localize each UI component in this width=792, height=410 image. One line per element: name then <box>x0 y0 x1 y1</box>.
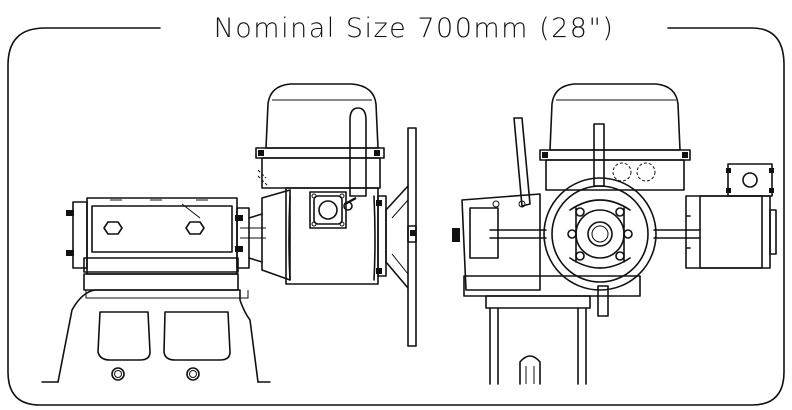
handwheel-edge <box>385 127 417 347</box>
actuator-housing <box>285 187 387 285</box>
pedestal-base <box>41 289 271 383</box>
manual-override-lever <box>343 107 367 211</box>
bolt-hole-icon <box>615 251 625 261</box>
drawing-title: Nominal Size 700mm (28") <box>214 13 615 44</box>
bolt-hole-icon <box>615 207 625 217</box>
front-view <box>452 83 777 385</box>
front-pedestal <box>485 295 591 385</box>
bolt-hole-icon <box>111 367 125 381</box>
drawing-frame <box>7 27 785 406</box>
coupling-adapter <box>248 189 291 281</box>
front-lever <box>513 117 531 207</box>
gearbox-body <box>66 197 266 291</box>
handwheel-disc <box>489 123 701 317</box>
front-motor-cover <box>539 83 691 191</box>
side-view <box>41 83 417 383</box>
bolt-hole-icon <box>575 207 585 217</box>
side-motor <box>685 163 777 269</box>
bolt-hole-icon <box>575 251 585 261</box>
bolt-hole-icon <box>186 367 200 381</box>
motor-cover <box>255 83 385 189</box>
front-gearbox <box>452 193 641 297</box>
